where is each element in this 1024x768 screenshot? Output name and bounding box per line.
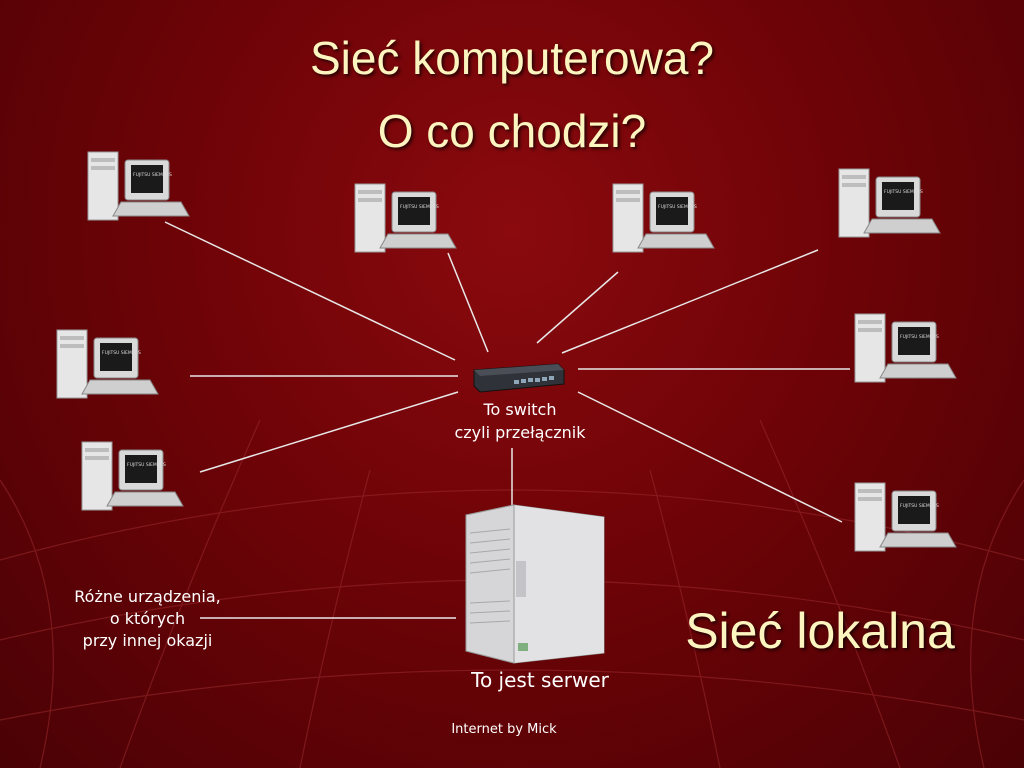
computer-icon: FUJITSU SIEMENS [838,168,941,238]
devices-note-line1: Różne urządzenia, [74,587,221,606]
switch-label: To switch czyli przełącznik [420,398,620,444]
lan-label: Sieć lokalna [685,603,955,659]
brand-text: FUJITSU SIEMENS [133,172,172,178]
switch-label-line2: czyli przełącznik [454,423,586,442]
slide-title-line1: Sieć komputerowa? [310,32,714,84]
link-pc-6 [199,391,459,473]
brand-text: FUJITSU SIEMENS [884,189,923,195]
footer-text: Internet by Mick [451,722,557,737]
slide-title-line2: O co chodzi? [377,105,647,157]
link-pc-3 [536,271,619,344]
brand-text: FUJITSU SIEMENS [900,503,939,509]
link-pc-8 [577,391,843,523]
devices-note-line3: przy innej okazji [82,631,213,650]
server-label: To jest serwer [471,668,609,692]
computer-icon: FUJITSU SIEMENS [854,482,957,552]
brand-text: FUJITSU SIEMENS [400,204,439,210]
link-pc-2 [447,252,489,353]
switch-label-line1: To switch [483,400,557,419]
brand-text: FUJITSU SIEMENS [127,462,166,468]
brand-text: FUJITSU SIEMENS [102,350,141,356]
brand-text: FUJITSU SIEMENS [658,204,697,210]
network-switch-icon [473,363,565,393]
computer-icon: FUJITSU SIEMENS [854,313,957,383]
computer-icon: FUJITSU SIEMENS [56,329,159,399]
computer-icon: FUJITSU SIEMENS [612,183,715,253]
devices-note: Różne urządzenia, o których przy innej o… [40,586,255,652]
computer-icon: FUJITSU SIEMENS [81,441,184,511]
devices-note-line2: o których [109,609,186,628]
computer-icon: FUJITSU SIEMENS [87,151,190,221]
link-pc-4 [561,249,819,354]
link-pc-1 [164,221,456,361]
computer-icon: FUJITSU SIEMENS [354,183,457,253]
brand-text: FUJITSU SIEMENS [900,334,939,340]
server-tower-icon [465,504,605,664]
